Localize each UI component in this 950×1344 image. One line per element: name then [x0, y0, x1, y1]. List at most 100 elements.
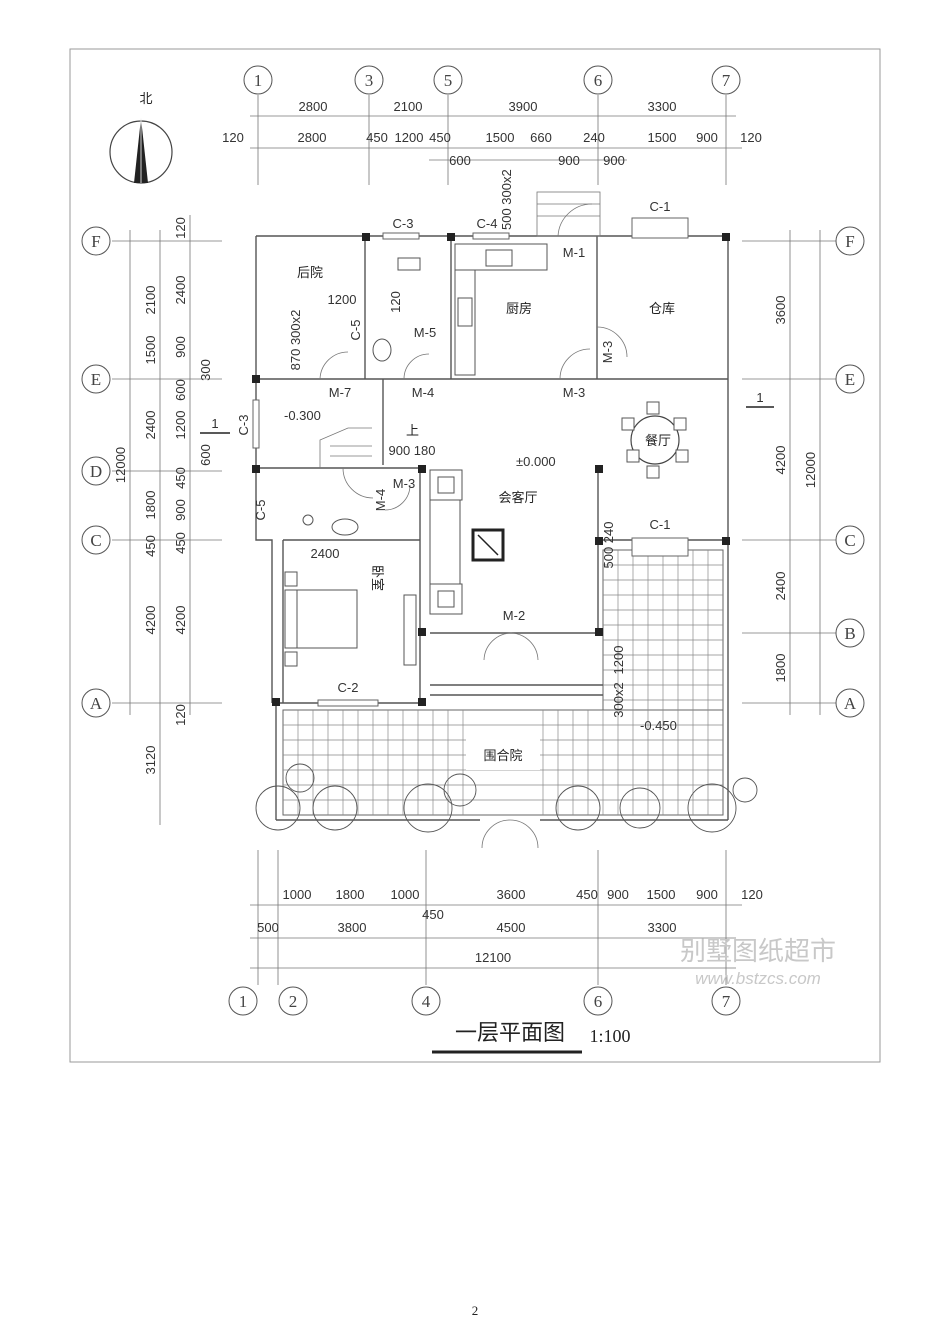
mark-m3-bath: M-3	[393, 476, 415, 491]
interior-stairs	[319, 427, 372, 468]
bed-icon	[284, 571, 417, 667]
dim-bottom-1-4: 3600	[497, 887, 526, 902]
dim-top-2-9: 1500	[648, 130, 677, 145]
dim-top-2-11: 120	[740, 130, 762, 145]
dim-top-vertical: 500 300x2	[499, 169, 514, 230]
section-mark-left: 1	[200, 416, 230, 434]
axis-bubble-right-B: B	[835, 618, 865, 648]
dim-left-outer-1: 2100	[143, 286, 158, 315]
north-label: 北	[139, 92, 152, 107]
axis-bubble-bottom-6: 6	[583, 986, 613, 1016]
dim-top-1-4: 3300	[648, 99, 677, 114]
dim-inner-2400: 2400	[311, 546, 340, 561]
axis-bubble-bottom-4: 4	[411, 986, 441, 1016]
dim-top-3-1: 600	[449, 153, 471, 168]
svg-text:7: 7	[722, 71, 731, 90]
dining-table-icon	[621, 401, 689, 479]
drawing-frame	[69, 48, 881, 1063]
dimension-lines-right	[789, 230, 821, 715]
dim-left-inner-5: 1200	[173, 411, 188, 440]
svg-text:A: A	[844, 694, 857, 713]
mark-c1-top: C-1	[650, 199, 671, 214]
svg-text:7: 7	[722, 992, 731, 1011]
mark-c3-left: C-3	[236, 415, 251, 436]
dim-left-outer-4: 1800	[143, 491, 158, 520]
dim-left-inner-3: 300	[198, 359, 213, 381]
structural-columns	[252, 233, 730, 706]
dim-left-inner-9: 450	[173, 532, 188, 554]
dim-inner-870: 870 300x2	[288, 310, 303, 371]
axis-bubble-bottom-7: 7	[711, 986, 741, 1016]
svg-text:4: 4	[422, 992, 431, 1011]
dim-left-top: 120	[173, 217, 188, 239]
svg-text:C: C	[90, 531, 101, 550]
svg-text:1: 1	[211, 416, 218, 431]
svg-text:6: 6	[594, 71, 603, 90]
dim-top-2-7: 660	[530, 130, 552, 145]
axis-bubble-top-6: 6	[583, 65, 613, 95]
mark-m1: M-1	[563, 245, 585, 260]
room-label-storage: 仓库	[649, 301, 675, 317]
axis-bubble-right-A: A	[835, 688, 865, 718]
dim-bottom-2-2: 3800	[338, 920, 367, 935]
dimension-lines-bottom	[250, 904, 742, 969]
dim-top-3-2: 900	[558, 153, 580, 168]
mark-m3-kitchen: M-3	[563, 385, 585, 400]
axis-bubble-left-E: E	[81, 364, 111, 394]
drawing-title: 一层平面图	[455, 1021, 565, 1046]
dim-top-2-1: 120	[222, 130, 244, 145]
dim-left-outer-6: 4200	[143, 606, 158, 635]
axis-bubble-top-7: 7	[711, 65, 741, 95]
dim-bottom-1-3: 1000	[391, 887, 420, 902]
svg-text:1: 1	[239, 992, 248, 1011]
dim-left-total: 12000	[113, 447, 128, 483]
svg-text:E: E	[845, 370, 855, 389]
north-arrow-icon	[109, 118, 173, 184]
axis-bubble-top-5: 5	[433, 65, 463, 95]
svg-text:B: B	[844, 624, 855, 643]
watermark-cn: 别墅图纸超市	[680, 937, 836, 967]
dim-bottom-2-5: 3300	[648, 920, 677, 935]
svg-text:E: E	[91, 370, 101, 389]
mark-m3-storage: M-3	[600, 341, 615, 363]
courtyard-gate	[481, 819, 539, 849]
mark-c3-top: C-3	[393, 216, 414, 231]
dim-left-inner-8: 900	[173, 499, 188, 521]
dim-right-1: 3600	[773, 296, 788, 325]
stairs-up-label: 上	[406, 424, 419, 439]
mark-c5-bath: C-5	[348, 320, 363, 341]
page-number: 2	[471, 1303, 479, 1318]
svg-text:A: A	[90, 694, 103, 713]
svg-text:F: F	[91, 232, 100, 251]
dim-bottom-1-6: 900	[607, 887, 629, 902]
axis-bubble-bottom-1: 1	[228, 986, 258, 1016]
dimension-lines-top	[250, 115, 742, 161]
room-label-bedroom: 卧室	[369, 565, 385, 591]
level-main: ±0.000	[516, 454, 556, 469]
mark-m4-left: M-4	[373, 489, 388, 511]
dim-right-total: 12000	[803, 452, 818, 488]
dim-bottom-1-1: 1000	[283, 887, 312, 902]
watermark-url: www.bstzcs.com	[695, 969, 821, 988]
dim-top-2-2: 2800	[298, 130, 327, 145]
axis-bubble-left-D: D	[81, 456, 111, 486]
paving-grid	[282, 549, 724, 816]
dim-bottom-1-8: 900	[696, 887, 718, 902]
section-mark-right: 1	[746, 390, 774, 408]
kitchen-counter-icon	[454, 243, 548, 376]
axis-bubble-right-F: F	[835, 226, 865, 256]
dim-inner-1200b: 1200	[611, 646, 626, 675]
dim-top-2-10: 900	[696, 130, 718, 145]
svg-text:D: D	[90, 462, 102, 481]
dim-left-inner-6: 600	[198, 444, 213, 466]
room-label-dining: 餐厅	[645, 433, 671, 449]
dim-left-inner-11: 120	[173, 704, 188, 726]
dim-top-3-3: 900	[603, 153, 625, 168]
dim-left-inner-7: 450	[173, 467, 188, 489]
mark-c1-dining: C-1	[650, 517, 671, 532]
mark-m2: M-2	[503, 608, 525, 623]
dim-top-1-3: 3900	[509, 99, 538, 114]
axis-bubble-top-3: 3	[354, 65, 384, 95]
dim-top-2-6: 1500	[486, 130, 515, 145]
